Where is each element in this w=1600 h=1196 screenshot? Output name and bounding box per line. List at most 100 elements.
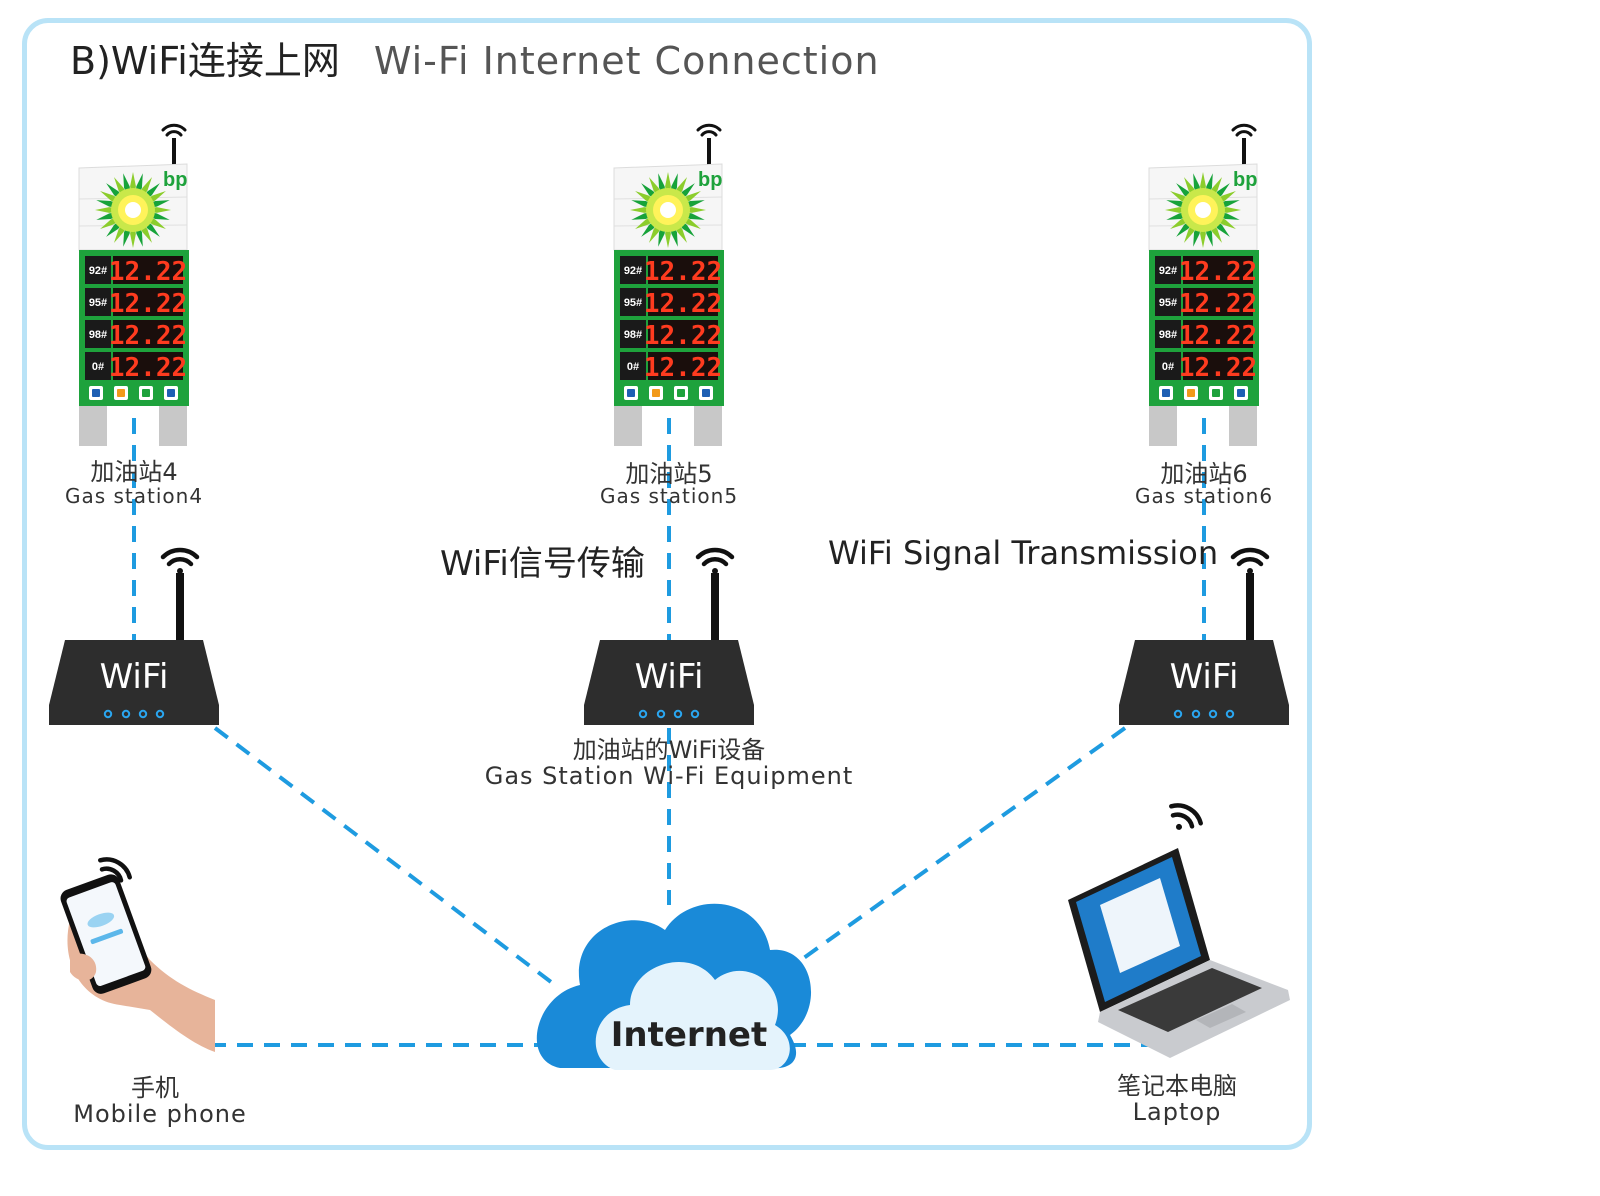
station-label-en: Gas station6 xyxy=(1134,484,1274,508)
wifi-router: WiFi xyxy=(584,547,754,725)
fuel-price: 12.22 xyxy=(109,353,187,383)
fuel-price: 12.22 xyxy=(1179,353,1257,383)
wifi-signal-icon xyxy=(1230,547,1270,574)
title-cn: B)WiFi连接上网 xyxy=(70,39,340,83)
fuel-grade: 95# xyxy=(89,297,107,309)
sign-leg xyxy=(694,406,722,446)
restroom-icon xyxy=(164,386,178,400)
fuel-grade: 92# xyxy=(1159,265,1177,277)
parking-icon xyxy=(624,386,638,400)
fuel-grade: 92# xyxy=(624,265,642,277)
fuel-price: 12.22 xyxy=(644,257,722,287)
fuel-price: 12.22 xyxy=(1179,257,1257,287)
parking-icon xyxy=(1159,386,1173,400)
router-body xyxy=(1119,640,1289,725)
internet-cloud: Internet xyxy=(536,903,812,1070)
price-row: 0# 12.22 xyxy=(1155,352,1257,383)
fuel-grade: 95# xyxy=(624,297,642,309)
link-router1-cloud xyxy=(213,726,557,987)
station-label-en: Gas station4 xyxy=(64,484,204,508)
restroom-icon xyxy=(1234,386,1248,400)
sign-leg xyxy=(1149,406,1177,446)
wifi-icon xyxy=(1209,386,1223,400)
wifi-signal-icon xyxy=(161,123,187,137)
fuel-grade: 0# xyxy=(1162,361,1174,373)
price-row: 95#12.22 xyxy=(85,288,187,319)
fuel-price: 12.22 xyxy=(1179,289,1257,319)
food-icon xyxy=(114,386,128,400)
bp-logo-text: bp xyxy=(698,169,722,191)
wifi-signal-icon xyxy=(1231,123,1257,137)
price-row: 98#12.22 xyxy=(85,320,187,351)
food-icon xyxy=(1184,386,1198,400)
station-label-cn: 加油站6 xyxy=(1160,460,1248,488)
bp-logo-text: bp xyxy=(1233,169,1257,191)
wifi-icon xyxy=(139,386,153,400)
fuel-grade: 98# xyxy=(89,329,107,341)
router-body xyxy=(584,640,754,725)
equipment-label-cn: 加油站的WiFi设备 xyxy=(572,736,766,764)
price-row: 92#12.22 xyxy=(85,256,187,287)
price-row: 92#12.22 xyxy=(620,256,722,287)
sign-leg xyxy=(1229,406,1257,446)
fuel-price: 12.22 xyxy=(644,353,722,383)
router-antenna xyxy=(1246,573,1254,643)
price-row: 98#12.22 xyxy=(620,320,722,351)
wifi-signal-icon xyxy=(160,547,200,574)
laptop-label-en: Laptop xyxy=(1132,1098,1222,1126)
price-row: 0#12.22 xyxy=(620,352,722,383)
price-row: 95#12.22 xyxy=(1155,288,1257,319)
bp-helios-logo-icon xyxy=(1165,172,1241,248)
fuel-price: 12.22 xyxy=(644,321,722,351)
parking-icon xyxy=(89,386,103,400)
router-antenna xyxy=(711,573,719,643)
mobile-phone-illustration xyxy=(60,857,215,1052)
price-row: 0# 12.22 xyxy=(85,352,187,383)
price-row: 98#12.22 xyxy=(1155,320,1257,351)
service-icons xyxy=(624,386,713,400)
fuel-grade: 0# xyxy=(92,361,104,373)
bp-logo-text: bp xyxy=(163,169,187,191)
station-label-cn: 加油站4 xyxy=(90,458,178,486)
restroom-icon xyxy=(699,386,713,400)
bp-helios-logo-icon xyxy=(95,172,171,248)
wifi-signal-icon xyxy=(696,123,722,137)
wifi-icon xyxy=(674,386,688,400)
phone-label-cn: 手机 xyxy=(131,1074,179,1102)
fuel-price: 12.22 xyxy=(109,289,187,319)
fuel-grade: 92# xyxy=(89,265,107,277)
router-label: WiFi xyxy=(635,657,704,697)
wifi-router: WiFi xyxy=(49,547,219,725)
router-antenna xyxy=(176,573,184,643)
internet-label: Internet xyxy=(611,1015,767,1055)
service-icons xyxy=(1159,386,1248,400)
fuel-grade: 98# xyxy=(1159,329,1177,341)
wifi-signal-icon xyxy=(1169,803,1203,830)
router-body xyxy=(49,640,219,725)
router-label: WiFi xyxy=(1170,657,1239,697)
fuel-price: 12.22 xyxy=(1179,321,1257,351)
food-icon xyxy=(649,386,663,400)
station-label-cn: 加油站5 xyxy=(625,460,713,488)
price-row: 95#12.22 xyxy=(620,288,722,319)
diagram-frame xyxy=(22,18,1312,1150)
fuel-price: 12.22 xyxy=(109,321,187,351)
phone-screen xyxy=(66,882,146,987)
link-router3-cloud xyxy=(778,726,1127,977)
laptop-illustration xyxy=(1068,803,1290,1058)
signal-label-cn: WiFi信号传输 xyxy=(440,544,645,584)
wifi-router: WiFi xyxy=(1119,547,1289,725)
laptop-label-cn: 笔记本电脑 xyxy=(1117,1072,1237,1100)
fuel-grade: 98# xyxy=(624,329,642,341)
phone-label-en: Mobile phone xyxy=(73,1100,247,1128)
fuel-grade: 95# xyxy=(1159,297,1177,309)
service-icons xyxy=(89,386,178,400)
wifi-signal-icon xyxy=(695,547,735,574)
fuel-price: 12.22 xyxy=(109,257,187,287)
router-label: WiFi xyxy=(100,657,169,697)
